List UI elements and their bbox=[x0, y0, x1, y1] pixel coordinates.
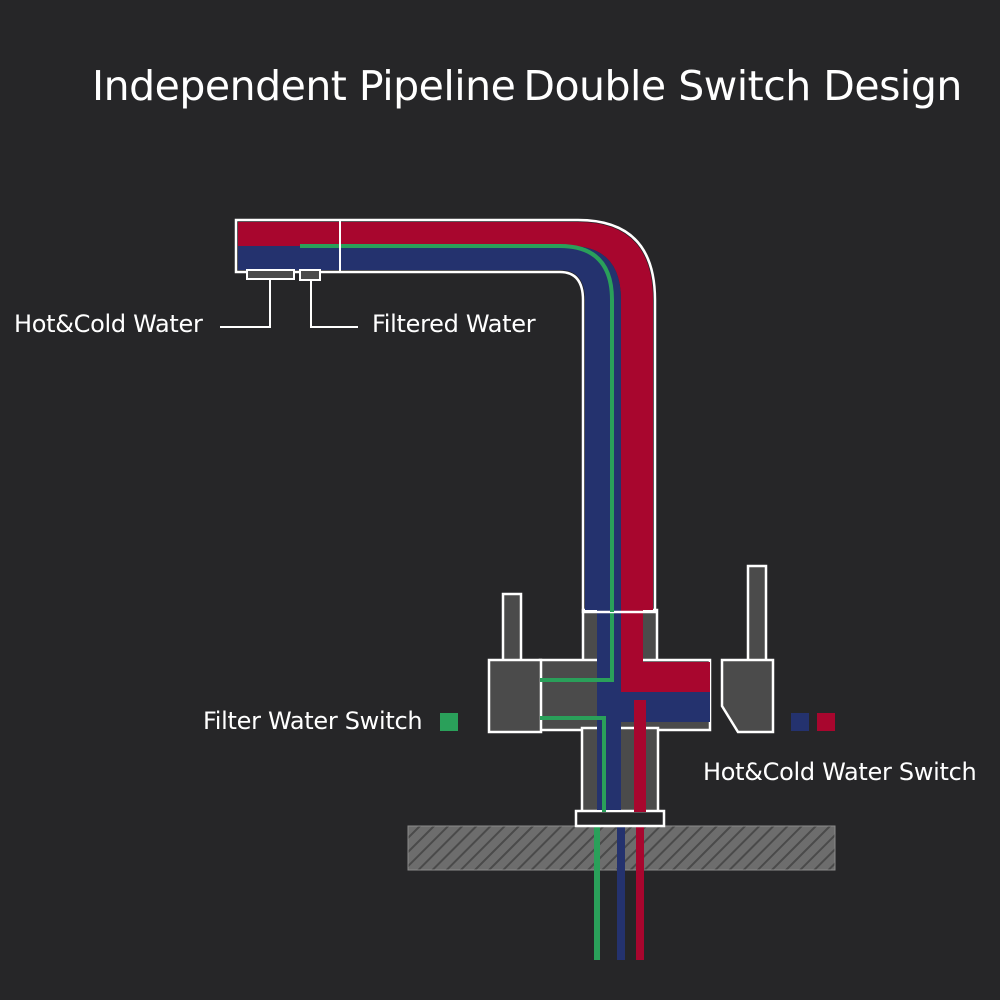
hot-riser-body bbox=[621, 610, 643, 680]
spout-outline bbox=[234, 218, 657, 614]
cold-riser-body bbox=[597, 610, 621, 810]
hot-cold-water-label: Hot&Cold Water bbox=[14, 310, 203, 338]
title-part-switch: Double Switch Design bbox=[523, 62, 962, 110]
filtered-leader bbox=[310, 281, 358, 328]
hot-legend-swatch bbox=[817, 713, 835, 731]
hot-cold-water-switch-label: Hot&Cold Water Switch bbox=[703, 758, 977, 786]
filter-switch-handle bbox=[487, 592, 543, 734]
filtered-outlet bbox=[299, 269, 321, 281]
filtered-legend-swatch bbox=[440, 713, 458, 731]
spout-cold-channel bbox=[238, 246, 621, 610]
cold-legend-swatch bbox=[791, 713, 809, 731]
hot-cold-switch-handle bbox=[720, 564, 775, 734]
hot-down-body bbox=[634, 700, 646, 812]
filtered-water-label: Filtered Water bbox=[372, 310, 536, 338]
hot-cold-leader bbox=[220, 280, 271, 328]
spout-hot-channel bbox=[238, 222, 653, 610]
title-part-pipeline: Independent Pipeline bbox=[92, 62, 516, 110]
spout-filtered-line bbox=[300, 244, 614, 612]
filter-water-switch-label: Filter Water Switch bbox=[203, 707, 423, 735]
base-plate bbox=[574, 809, 666, 828]
hot-cold-outlet bbox=[246, 269, 295, 280]
